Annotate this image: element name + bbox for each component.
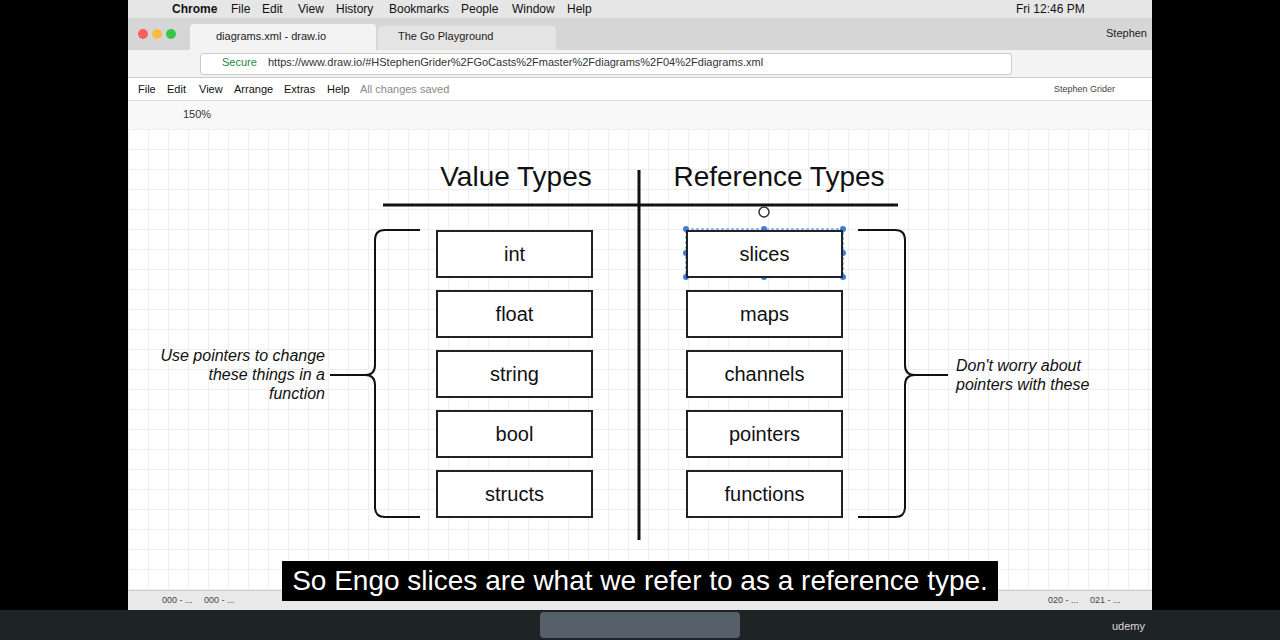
page-tab: 000 - ... [204,595,235,605]
left-brace [330,230,420,517]
app-menu-item: Arrange [234,83,273,95]
type-name: bool [496,423,534,446]
right-brace [858,230,948,517]
app-menu-item: Edit [167,83,186,95]
type-box: bool [436,410,593,458]
page-tab: 000 - ... [162,595,193,605]
url-text: https://www.draw.io/#HStephenGrider%2FGo… [268,56,763,68]
type-box: structs [436,470,593,518]
type-name: float [496,303,534,326]
menu-item: Bookmarks [389,2,449,16]
type-box: maps [686,290,843,338]
menu-item: View [298,2,324,16]
clock: Fri 12:46 PM [1016,2,1085,16]
note-text: Don't worry about pointers with these [956,356,1116,394]
tab-title: The Go Playground [398,30,493,42]
type-name: string [490,363,539,386]
subtitle-bar: So Engo slices are what we refer to as a… [0,561,1280,601]
watermark: udemy [1112,620,1145,632]
type-box: int [436,230,593,278]
page-tab: 020 - ... [1048,595,1079,605]
type-box: functions [686,470,843,518]
menu-item: Window [512,2,555,16]
selection-handles [683,226,846,280]
user-name: Stephen Grider [1054,84,1115,94]
save-status: All changes saved [360,83,449,95]
type-name: structs [485,483,544,506]
divider-line [638,170,641,540]
profile-name: Stephen [1106,27,1147,39]
app-menu-item: Extras [284,83,315,95]
menu-item: Chrome [172,2,217,16]
app-menu-item: View [199,83,223,95]
tab-title: diagrams.xml - draw.io [216,30,326,42]
type-name: functions [724,483,804,506]
app-menu-bar [128,78,1152,100]
subtitle: So Engo slices are what we refer to as a… [282,561,998,601]
type-box: channels [686,350,843,398]
page-tab: 021 - ... [1090,595,1121,605]
type-box: slices [686,230,843,278]
type-box: float [436,290,593,338]
menu-item: Edit [262,2,283,16]
column-heading: Reference Types [648,160,910,194]
type-box: string [436,350,593,398]
menu-item: People [461,2,498,16]
type-name: channels [724,363,804,386]
column-heading: Value Types [396,160,636,194]
zoom-level: 150% [183,108,211,120]
zoom-button [166,29,176,39]
menu-item: History [336,2,373,16]
type-name: maps [740,303,789,326]
minimize-button [152,29,162,39]
type-name: int [504,243,525,266]
close-button [138,29,148,39]
selection-outline [686,229,843,277]
menu-item: File [231,2,250,16]
dock [540,612,740,638]
toolbar [128,100,1152,130]
menu-item: Help [567,2,592,16]
app-menu-item: File [138,83,156,95]
type-name: pointers [729,423,800,446]
app-menu-item: Help [327,83,350,95]
rotate-handle [759,207,769,217]
type-box: pointers [686,410,843,458]
type-name: slices [739,243,789,266]
note-text: Use pointers to change these things in a… [155,346,325,404]
secure-badge: Secure [222,56,257,68]
